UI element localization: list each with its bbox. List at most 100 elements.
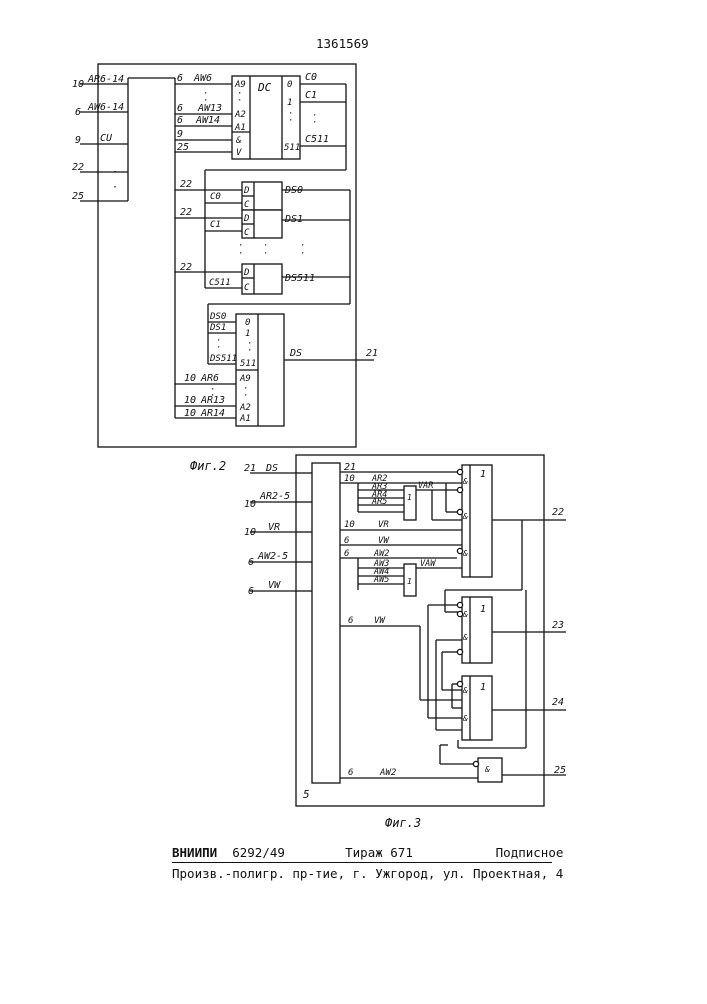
svg-text:6: 6 <box>344 536 349 546</box>
footer-subscription: Подписное <box>496 845 564 860</box>
svg-text:DS1: DS1 <box>209 323 226 333</box>
fig2-in-2-bus: 6 <box>75 107 81 118</box>
fig3-lower-wiring: 6 VW 6 AW2 <box>340 590 526 778</box>
svg-text:C0: C0 <box>210 192 221 202</box>
svg-text:VAW: VAW <box>420 559 436 569</box>
fig3-signals: 21 10 AR2 AR3 AR4 AR5 1 VAR 10 VR 6 <box>340 462 462 596</box>
svg-text:C: C <box>244 200 250 210</box>
or-gate-24: 1 & & 24 <box>457 676 566 740</box>
svg-text:A1: A1 <box>239 414 251 424</box>
svg-text:10: 10 <box>184 395 196 406</box>
svg-text:AW2-5: AW2-5 <box>257 551 288 562</box>
svg-text:1: 1 <box>480 469 486 480</box>
svg-text:10: 10 <box>344 474 355 484</box>
svg-text:VW: VW <box>374 616 386 626</box>
svg-text:C: C <box>244 283 250 293</box>
decoder-outputs: C0 C1 ·· C511 <box>300 72 346 146</box>
svg-text:10: 10 <box>244 527 256 538</box>
svg-text:22: 22 <box>180 262 192 273</box>
svg-text:AW14: AW14 <box>195 115 220 126</box>
doc-number: 1361569 <box>316 36 369 51</box>
footer-order: 6292/49 <box>232 845 285 860</box>
svg-text:6: 6 <box>348 768 353 778</box>
svg-text:A2: A2 <box>239 403 251 413</box>
svg-text:511: 511 <box>284 143 300 153</box>
svg-text:6: 6 <box>344 549 349 559</box>
svg-text:C0: C0 <box>305 72 317 83</box>
flipflop-ds511: D C 22 C511 DS511 <box>175 262 315 294</box>
svg-text:&: & <box>462 686 468 695</box>
fig2-in-4-bus: 22 <box>72 162 84 173</box>
svg-text:DS511: DS511 <box>209 354 237 364</box>
svg-text:AR5: AR5 <box>371 497 387 507</box>
svg-text:1: 1 <box>287 98 292 108</box>
decoder-dc: DC A9 ·· A2 A1 & V 0 1 ·· 511 <box>232 76 300 159</box>
svg-text:AR13: AR13 <box>200 395 225 406</box>
svg-text:AR2-5: AR2-5 <box>259 491 290 502</box>
svg-text:1: 1 <box>407 493 412 502</box>
and-gate-25: & 25 <box>473 758 566 782</box>
svg-text:&: & <box>462 477 468 486</box>
svg-text:AW13: AW13 <box>197 103 222 114</box>
svg-text:VW: VW <box>378 536 390 546</box>
svg-text:C1: C1 <box>210 220 221 230</box>
svg-text:21: 21 <box>244 463 256 474</box>
svg-text:AW2: AW2 <box>373 549 389 559</box>
fig3-bus-block <box>312 463 340 783</box>
svg-text:0: 0 <box>287 80 292 90</box>
svg-text:9: 9 <box>177 129 183 140</box>
svg-text:C511: C511 <box>305 134 329 145</box>
svg-text:&: & <box>462 633 468 642</box>
svg-text:C1: C1 <box>305 90 317 101</box>
svg-text:AW6: AW6 <box>193 73 212 84</box>
flipflop-ds1: D C 22 C1 DS1 <box>175 207 303 238</box>
out-25-label: 25 <box>554 765 566 776</box>
footer-org: ВНИИПИ <box>172 845 217 860</box>
fig3-caption: Фиг.3 <box>385 816 421 830</box>
figure-2: 10 AR6-14 6 AW6-14 9 CU 22 25 · · DC A9 … <box>72 64 378 473</box>
svg-text:·: · <box>238 249 243 259</box>
svg-text:VW: VW <box>268 580 281 591</box>
fig3-block-number: 5 <box>303 788 310 801</box>
svg-text:VR: VR <box>268 522 280 533</box>
svg-text:0: 0 <box>245 318 250 328</box>
svg-text:·: · <box>112 167 118 178</box>
svg-text:22: 22 <box>180 207 192 218</box>
svg-text:10: 10 <box>344 520 355 530</box>
figure-3: 5 21 DS 10 AR2-5 10 VR 6 AW2-5 6 VW <box>244 455 566 830</box>
svg-text:VR: VR <box>378 520 389 530</box>
svg-text:6: 6 <box>177 73 183 84</box>
out-23-label: 23 <box>552 620 564 631</box>
svg-text:1: 1 <box>480 604 486 615</box>
svg-text:10: 10 <box>184 373 196 384</box>
svg-text:D: D <box>243 186 249 196</box>
svg-text:C511: C511 <box>209 278 231 288</box>
svg-text:·: · <box>263 249 268 259</box>
footer-line-1: ВНИИПИ 6292/49 Тираж 671 Подписное <box>172 845 563 860</box>
svg-text:·: · <box>112 182 118 193</box>
out-24-label: 24 <box>552 697 564 708</box>
or-gate-main: 1 & & & <box>457 465 492 577</box>
svg-text:V: V <box>236 148 242 158</box>
svg-text:DS511: DS511 <box>284 273 315 284</box>
fig2-in-5-bus: 25 <box>72 191 84 202</box>
svg-text:D: D <box>243 214 249 224</box>
decoder-inputs: 6 AW6 ·· 6 AW13 6 AW14 9 25 <box>175 73 232 153</box>
svg-text:6: 6 <box>348 616 353 626</box>
fig2-in-1-bus: 10 <box>72 79 84 90</box>
fig2-in-3-name: CU <box>100 133 113 144</box>
svg-text:22: 22 <box>180 179 192 190</box>
fig3-inputs: 21 DS 10 AR2-5 10 VR 6 AW2-5 6 VW <box>244 463 296 597</box>
svg-text:·: · <box>288 116 293 126</box>
fig2-caption: Фиг.2 <box>190 459 226 473</box>
svg-text:1: 1 <box>245 329 250 339</box>
fig2-input-bus: 10 AR6-14 6 AW6-14 9 CU 22 25 · · <box>72 74 175 202</box>
svg-text:·: · <box>300 249 305 259</box>
svg-text:25: 25 <box>177 142 189 153</box>
svg-text:6: 6 <box>248 586 254 597</box>
svg-text:·: · <box>216 343 221 353</box>
or-gate-23: 1 & & 23 <box>457 597 566 663</box>
footer-divider <box>172 862 552 863</box>
svg-text:6: 6 <box>177 115 183 126</box>
svg-text:511: 511 <box>240 359 256 369</box>
